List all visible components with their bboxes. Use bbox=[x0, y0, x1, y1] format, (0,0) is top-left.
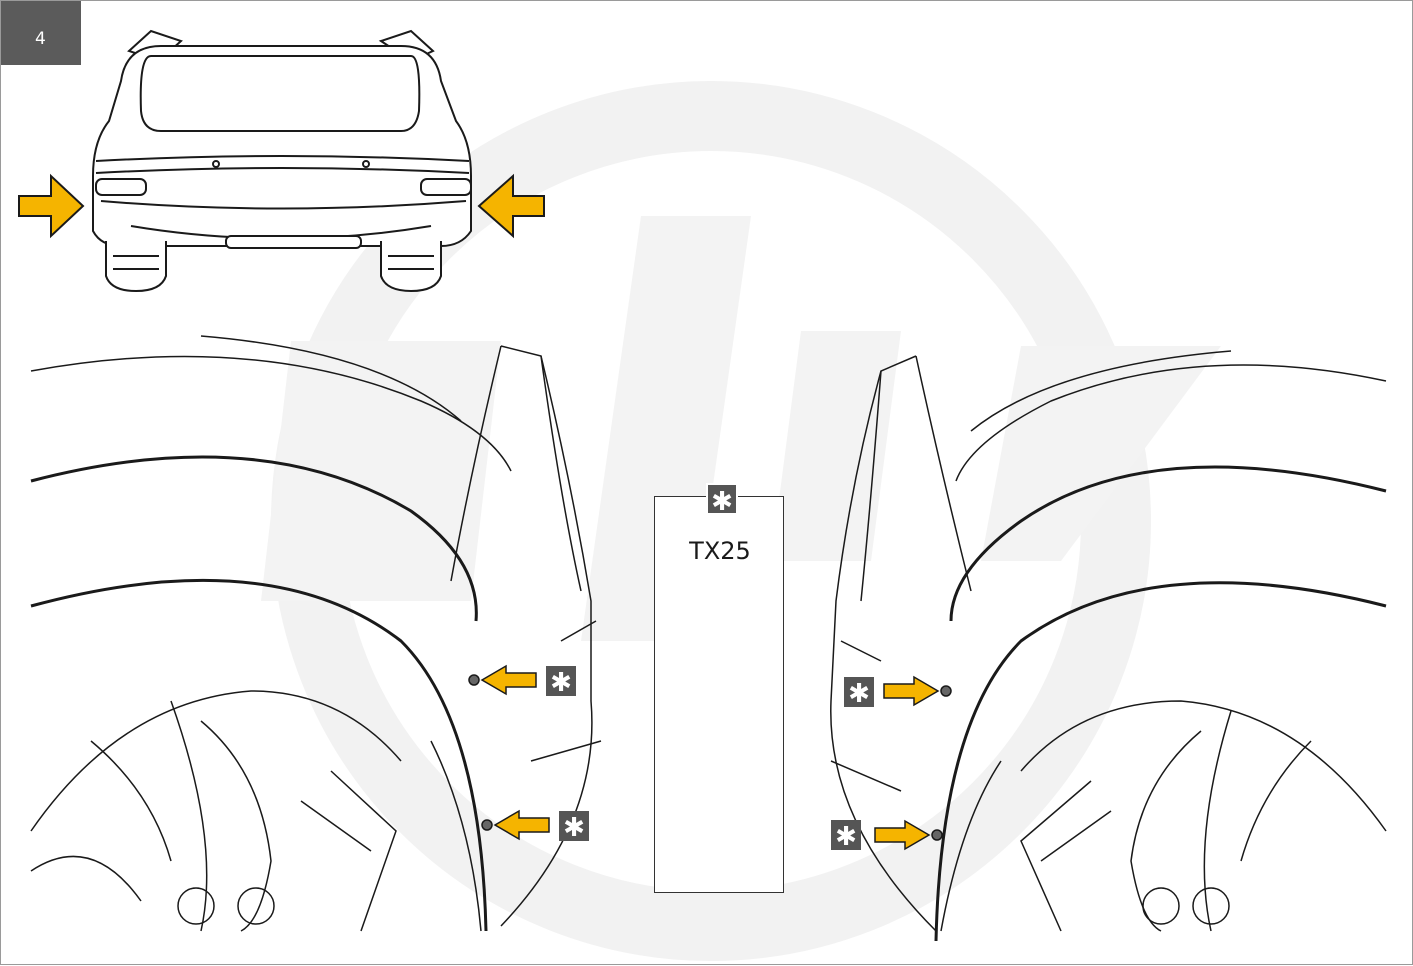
screw-marker-right-upper: ✱ bbox=[844, 677, 874, 709]
right-wheel-arch bbox=[830, 350, 1387, 942]
left-wheel-arch bbox=[30, 335, 602, 932]
tool-size-label: TX25 bbox=[689, 537, 751, 565]
tool-callout-box: ✱ TX25 bbox=[654, 483, 784, 893]
screw-arrow-right-lower bbox=[874, 819, 943, 851]
tool-marker-asterisk: ✱ bbox=[706, 483, 738, 517]
screw-arrow-right-upper bbox=[883, 675, 952, 707]
arrow-right-pointing-left bbox=[477, 173, 545, 239]
left-wheel bbox=[30, 690, 402, 932]
right-wheel bbox=[1020, 700, 1387, 932]
screw-marker-left-lower: ✱ bbox=[559, 811, 589, 843]
screw-arrow-left-lower bbox=[481, 809, 550, 841]
screw-marker-right-lower: ✱ bbox=[831, 820, 861, 852]
arrow-left-pointing-right bbox=[18, 173, 85, 239]
screw-marker-left-upper: ✱ bbox=[546, 666, 576, 698]
car-rear-view bbox=[92, 29, 472, 293]
screw-arrow-left-upper bbox=[468, 664, 537, 696]
step-number-badge: 4 bbox=[1, 1, 81, 65]
